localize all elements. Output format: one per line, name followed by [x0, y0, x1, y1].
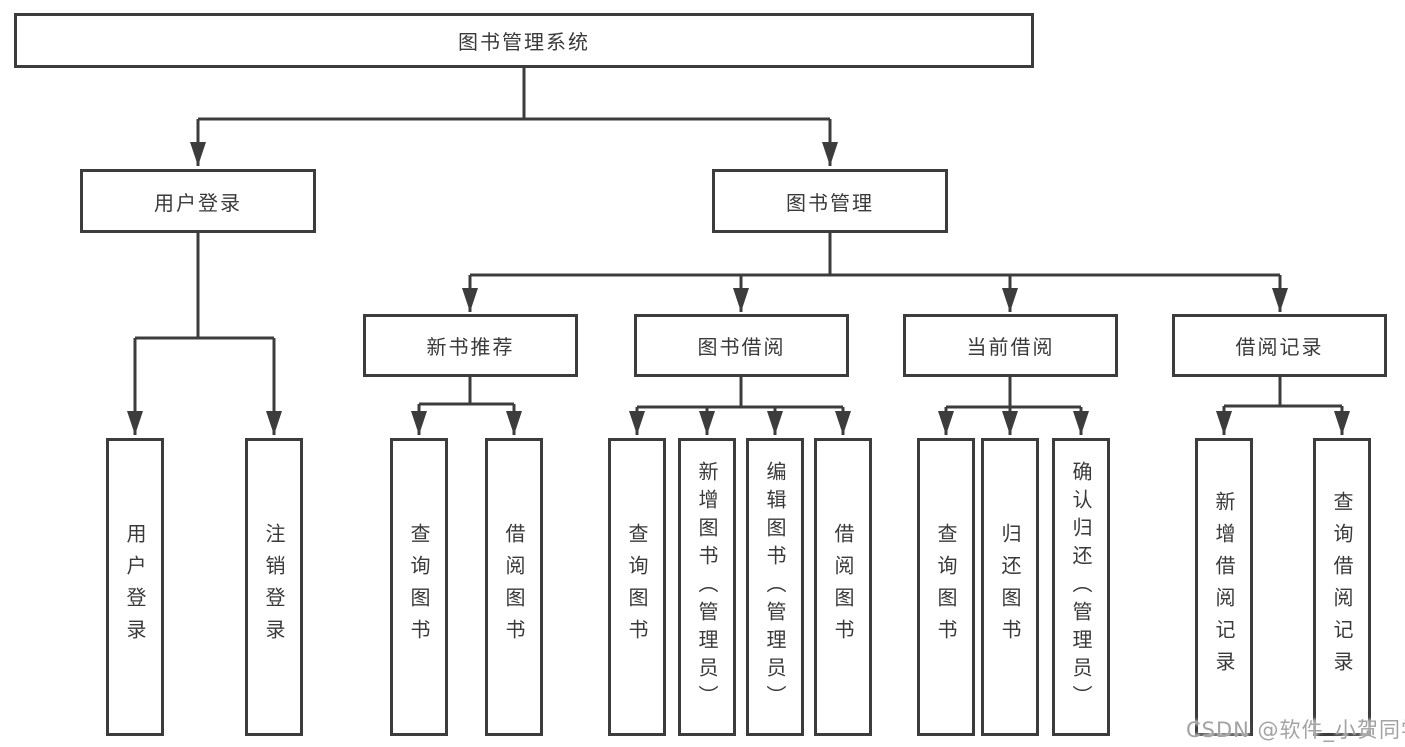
leaf-label: 编辑图书（管理员）	[763, 461, 787, 713]
leaf-add-books-admin: 新增图书（管理员）	[678, 438, 736, 736]
leaf-label: 新增图书（管理员）	[695, 461, 719, 713]
leaf-label: 查询图书	[625, 523, 649, 651]
edges-book-borrow	[629, 377, 851, 435]
leaf-label: 借阅图书	[831, 523, 855, 651]
node-user-login: 用户登录	[80, 169, 316, 233]
leaf-label: 借阅图书	[502, 523, 526, 651]
leaf-query-borrow-record: 查询借阅记录	[1313, 438, 1371, 736]
leaf-label: 新增借阅记录	[1212, 491, 1236, 683]
edges-user-login	[127, 233, 282, 435]
edges-root	[190, 68, 838, 166]
leaf-query-books-current: 查询图书	[917, 438, 975, 736]
edges-book-management	[462, 233, 1288, 312]
leaf-label: 查询图书	[934, 523, 958, 651]
leaf-add-borrow-record: 新增借阅记录	[1195, 438, 1253, 736]
leaf-label: 查询借阅记录	[1330, 491, 1354, 683]
leaf-label: 确认归还（管理员）	[1069, 461, 1093, 713]
leaf-query-books-recommend: 查询图书	[390, 438, 448, 736]
edges-borrow-records	[1216, 377, 1350, 435]
leaf-label: 归还图书	[998, 523, 1022, 651]
leaf-return-books: 归还图书	[981, 438, 1039, 736]
edges-new-book-recommend	[411, 377, 522, 435]
leaf-borrow-books-recommend: 借阅图书	[485, 438, 543, 736]
leaf-label: 查询图书	[407, 523, 431, 651]
leaf-logout: 注销登录	[245, 438, 303, 736]
node-root: 图书管理系统	[14, 13, 1034, 68]
node-book-management: 图书管理	[712, 169, 948, 233]
node-book-borrow: 图书借阅	[634, 314, 849, 377]
node-current-borrow: 当前借阅	[903, 314, 1118, 377]
leaf-query-books-borrow: 查询图书	[608, 438, 666, 736]
leaf-label: 用户登录	[123, 523, 147, 651]
node-new-book-recommend: 新书推荐	[363, 314, 578, 377]
leaf-edit-books-admin: 编辑图书（管理员）	[746, 438, 804, 736]
leaf-confirm-return-admin: 确认归还（管理员）	[1052, 438, 1110, 736]
node-borrow-records: 借阅记录	[1172, 314, 1387, 377]
leaf-label: 注销登录	[262, 523, 286, 651]
watermark: CSDN @软件_小贺同学	[1186, 718, 1405, 742]
edges-current-borrow	[938, 377, 1089, 435]
leaf-user-login: 用户登录	[106, 438, 164, 736]
leaf-borrow-books: 借阅图书	[814, 438, 872, 736]
